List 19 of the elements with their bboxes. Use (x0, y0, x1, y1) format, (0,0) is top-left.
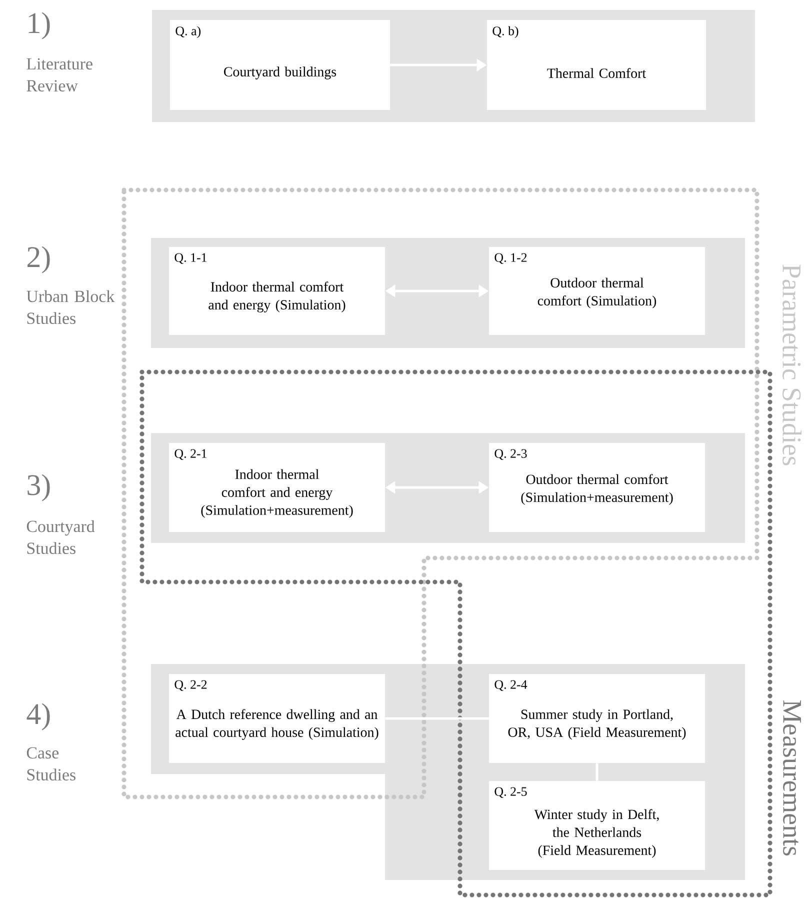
region-label: Parametric Studies (782, 264, 802, 466)
step-label: Literature Review (26, 58, 92, 92)
question-box: Q. 1-2 Outdoor thermal comfort (Simulation) (489, 247, 705, 335)
question-box: Q. a) Courtyard buildings (170, 20, 390, 110)
question-box: Q. 2-3 Outdoor thermal comfort (Simulation+measurement) (489, 443, 705, 532)
question-box: Q. 2-5 Winter study in Delft, the Netherlands (Field Measurement) (489, 781, 705, 870)
step-number: 1) (28, 12, 50, 40)
step-number: 2) (28, 246, 50, 274)
question-box: Q. 2-4 Summer study in Portland, OR, USA (Field Measurement) (489, 674, 705, 763)
step-label: Urban Block Studies (26, 290, 115, 324)
region-label: Measurements (783, 700, 801, 856)
step-label: Case Studies (26, 747, 76, 780)
step-number: 4) (26, 703, 50, 730)
question-box: Q. b) Thermal Comfort (487, 20, 706, 110)
question-box: Q. 1-1 Indoor thermal comfort and energy (Simulation) (169, 247, 385, 335)
question-box: Q. 2-2 A Dutch reference dwelling and an actual courtyard house (Simulation) (169, 674, 385, 763)
step-number: 3) (28, 474, 50, 502)
step-label: Courtyard Studies (26, 520, 95, 554)
question-box: Q. 2-1 Indoor thermal comfort and energy (Simulation+measurement) (169, 443, 385, 532)
